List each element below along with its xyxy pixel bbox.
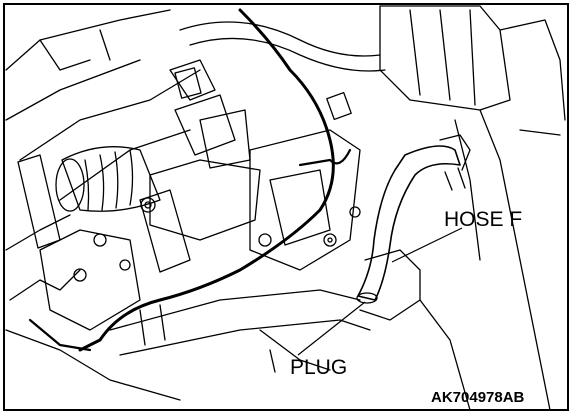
plug-shape	[356, 292, 378, 304]
canister-body	[61, 146, 161, 212]
plug-label: PLUG	[290, 356, 347, 379]
plug-leader	[297, 301, 366, 356]
figure-code: AK704978AB	[431, 389, 525, 406]
hose-f-label: HOSE F	[444, 208, 522, 231]
hose-f-leader	[391, 227, 463, 263]
air-housing	[379, 5, 511, 111]
hose-f-shape	[357, 145, 461, 301]
wiring-harness	[78, 8, 335, 352]
engine-drawing	[5, 5, 566, 411]
